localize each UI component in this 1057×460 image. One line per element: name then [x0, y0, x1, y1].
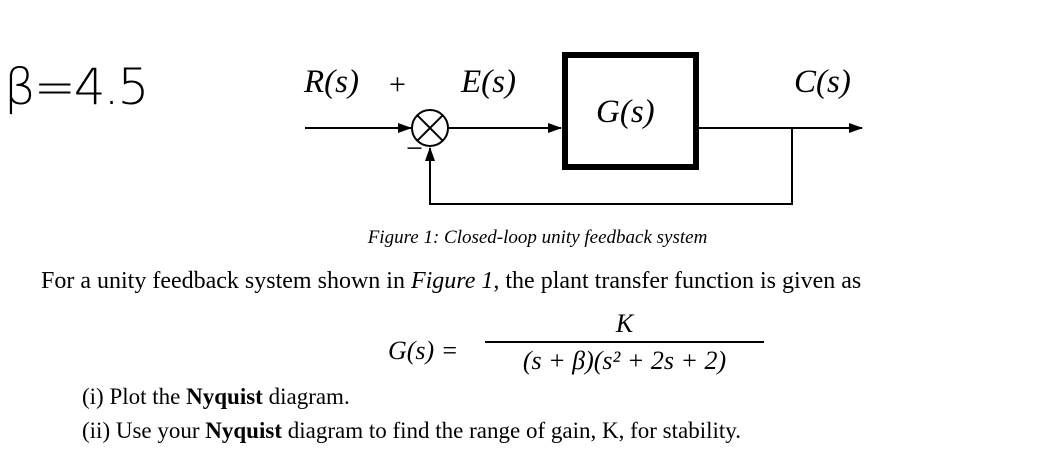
handwritten-beta-note: β=4.5: [4, 58, 149, 116]
plus-sign: +: [389, 68, 406, 101]
output-label: C(s): [794, 64, 851, 100]
minus-sign: −: [406, 132, 423, 165]
input-label: R(s): [304, 64, 359, 100]
task-item: (i) Plot the Nyquist diagram.: [82, 384, 350, 409]
error-label: E(s): [461, 64, 516, 100]
equation-numerator: K: [615, 309, 634, 338]
feedback-path: [429, 128, 793, 205]
figure-caption: Figure 1: Closed-loop unity feedback sys…: [367, 227, 708, 248]
equation-fraction: K (s + β)(s² + 2s + 2): [485, 308, 764, 377]
block-label: G(s): [596, 94, 655, 130]
plant-block: [562, 52, 699, 170]
equation-denominator: (s + β)(s² + 2s + 2): [522, 346, 727, 375]
problem-intro: For a unity feedback system shown in Fig…: [41, 268, 862, 294]
fraction-bar: [485, 341, 764, 343]
transfer-function-equation: G(s) = K (s + β)(s² + 2s + 2): [388, 308, 808, 388]
equation-lhs: G(s) =: [388, 336, 459, 365]
task-item: (ii) Use your Nyquist diagram to find th…: [82, 418, 742, 443]
